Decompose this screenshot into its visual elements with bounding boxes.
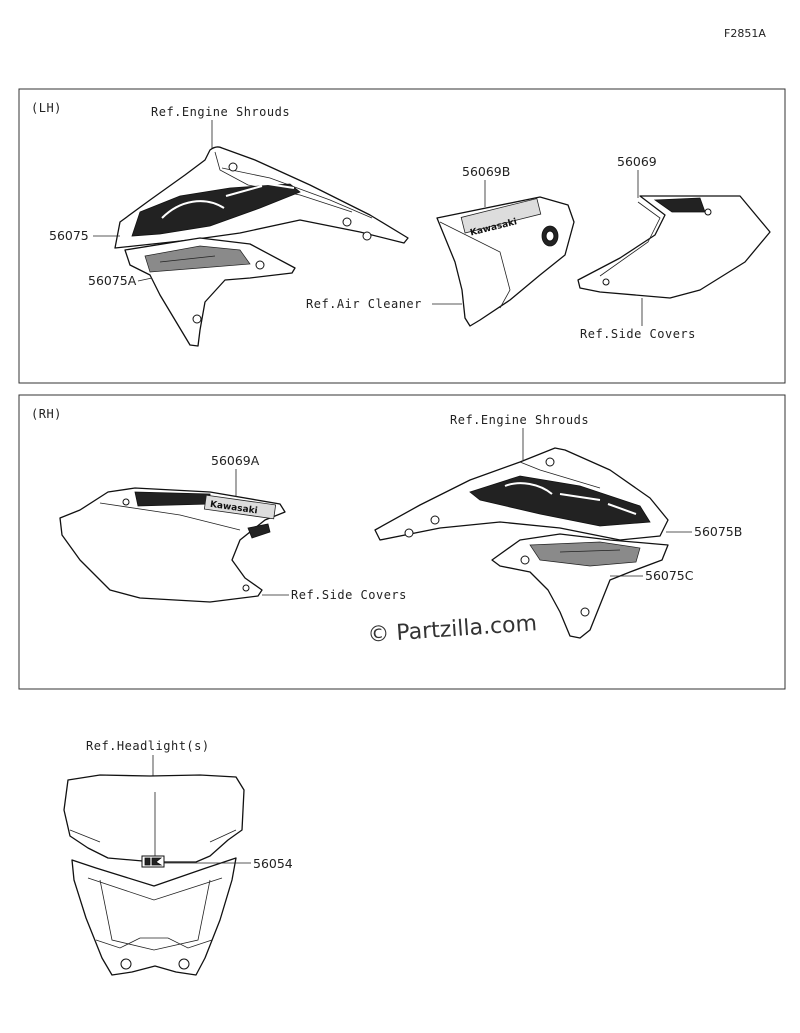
rh-ref-engine-shrouds: Ref.Engine Shrouds (450, 413, 589, 427)
rh-part-56075B: 56075B (694, 524, 742, 539)
lh-ref-engine-shrouds: Ref.Engine Shrouds (151, 105, 290, 119)
lh-part-56069B: 56069B (462, 164, 510, 179)
rh-lower-shroud (491, 533, 669, 639)
rh-panel: (RH) Kawasaki (18, 394, 786, 690)
lh-part-56075: 56075 (49, 228, 89, 243)
lh-panel-frame (18, 88, 786, 384)
headlight-section: Ref.Headlight(s) 56054 (63, 739, 293, 976)
lh-ref-air-cleaner: Ref.Air Cleaner (306, 297, 422, 311)
lh-lower-shroud (124, 237, 296, 347)
lh-ref-side-covers: Ref.Side Covers (580, 327, 696, 341)
watermark: © Partzilla.com (367, 611, 538, 648)
headlight-cover (63, 774, 245, 976)
rh-engine-shroud (374, 447, 669, 541)
lh-side-cover (577, 195, 771, 299)
lh-panel: (LH) Kawasaki (18, 88, 786, 384)
lh-part-56069: 56069 (617, 154, 657, 169)
rh-panel-frame (18, 394, 786, 690)
rh-part-56075C: 56075C (645, 568, 694, 583)
rh-part-56069A: 56069A (211, 453, 260, 468)
ref-headlights: Ref.Headlight(s) (86, 739, 210, 753)
headlight-part-56054: 56054 (253, 856, 293, 871)
lh-panel-title: (LH) (31, 101, 62, 115)
rh-panel-title: (RH) (31, 407, 62, 421)
figure-id: F2851A (724, 27, 766, 40)
rh-ref-side-covers: Ref.Side Covers (291, 588, 407, 602)
lh-air-cleaner-cover: Kawasaki (436, 196, 575, 327)
lh-part-56075A: 56075A (88, 273, 137, 288)
lh-engine-shroud (114, 146, 409, 249)
rh-side-cover: Kawasaki (59, 487, 286, 603)
